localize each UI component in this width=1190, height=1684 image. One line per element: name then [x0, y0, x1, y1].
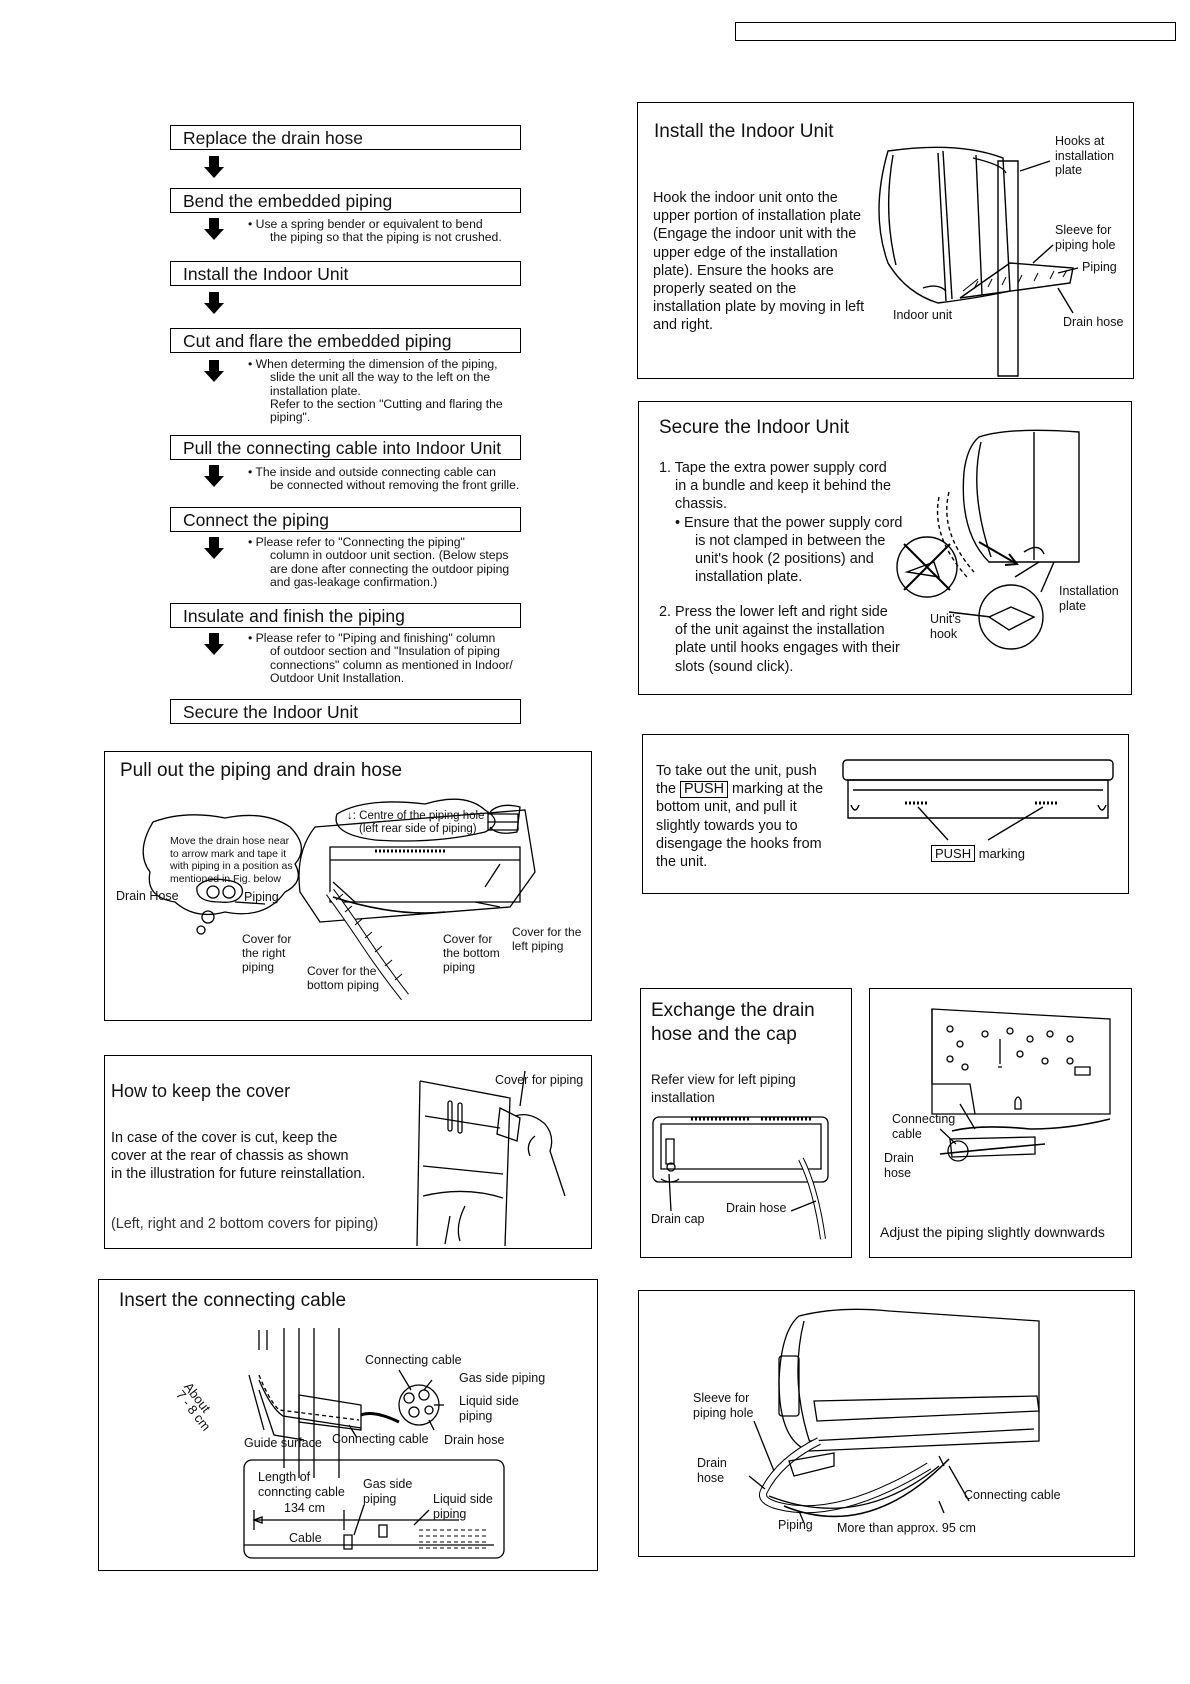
label-drain-hose: Drain Hose	[116, 889, 179, 903]
step-bend-piping: Bend the embedded piping	[170, 188, 521, 213]
adjust-caption: Adjust the piping slightly downwards	[880, 1224, 1105, 1240]
label-gas-side: Gas side piping	[459, 1371, 546, 1385]
label-connecting-cable: Connecting cable	[964, 1488, 1061, 1502]
push-text: To take out the unit, push the PUSH mark…	[656, 763, 824, 871]
label-more-than-95cm: More than approx. 95 cm	[837, 1521, 976, 1535]
header-box	[735, 22, 1176, 41]
step-connect-piping: Connect the piping	[170, 507, 521, 532]
take-out-unit-panel: To take out the unit, push the PUSH mark…	[642, 734, 1129, 894]
label-sleeve: Sleeve for piping hole	[693, 1391, 754, 1420]
label-liquid-side-2: Liquid side piping	[433, 1492, 493, 1521]
panel-title: Secure the Indoor Unit	[659, 417, 850, 438]
note-pull: • The inside and outside connecting cabl…	[248, 465, 520, 493]
adjust-piping-panel: Connecting cable Drain hose Adjust the p…	[869, 988, 1132, 1258]
note-bend: • Use a spring bender or equivalent to b…	[248, 217, 502, 245]
secure-item-2: 2. Press the lower left and right side o…	[659, 604, 900, 675]
step-secure-indoor-unit: Secure the Indoor Unit	[170, 699, 521, 724]
panel-title: Install the Indoor Unit	[654, 121, 834, 142]
label-piping: Piping	[1082, 260, 1117, 274]
down-arrow-icon	[204, 360, 224, 382]
push-illustration	[643, 735, 1129, 894]
panel-title: Insert the connecting cable	[119, 1290, 347, 1311]
cloud-note: Move the drain hose near to arrow mark a…	[170, 835, 293, 885]
keep-cover-illustration	[105, 1056, 592, 1249]
label-drain-cap: Drain cap	[651, 1212, 705, 1226]
label-drain-hose: Drain hose	[444, 1433, 505, 1447]
down-arrow-icon	[204, 537, 224, 559]
step-pull-cable: Pull the connecting cable into Indoor Un…	[170, 435, 521, 460]
push-marking-label: PUSH marking	[931, 845, 1025, 862]
label-connecting-cable-top: Connecting cable	[365, 1353, 462, 1367]
insert-cable-illustration	[99, 1280, 598, 1571]
step-cut-flare: Cut and flare the embedded piping	[170, 328, 521, 353]
label-134cm: 134 cm	[284, 1501, 325, 1515]
exchange-illustration	[641, 989, 852, 1258]
insert-cable-panel: Insert the connecting cable	[98, 1279, 598, 1571]
label-cover-piping: Cover for piping	[495, 1073, 584, 1087]
label-indoor-unit: Indoor unit	[893, 308, 953, 322]
label-cable: Cable	[289, 1531, 322, 1545]
adjust-illustration	[870, 989, 1132, 1258]
label-drain-hose: Drain hose	[726, 1201, 787, 1215]
panel-title: Exchange the drain hose and the cap	[651, 1000, 815, 1045]
label-drain-hose: Drain hose	[697, 1456, 727, 1485]
note-cut: • When determing the dimension of the pi…	[248, 357, 503, 425]
label-drain-hose: Drain hose	[1063, 315, 1124, 329]
label-units-hook: Unit's hook	[930, 612, 961, 641]
install-illustration	[638, 103, 1134, 379]
label-hooks: Hooks at installation plate	[1055, 134, 1115, 177]
down-arrow-icon	[204, 292, 224, 314]
note-connect: • Please refer to "Connecting the piping…	[248, 535, 510, 589]
install-indoor-unit-panel: Install the Indoor Unit Hook the indoor …	[637, 102, 1134, 379]
down-arrow-icon	[204, 633, 224, 655]
install-text: Hook the indoor unit onto the upper port…	[653, 190, 865, 334]
note-insulate: • Please refer to "Piping and finishing"…	[248, 631, 513, 685]
exchange-text: Refer view for left piping installation	[651, 1072, 796, 1106]
label-centre: ↓: Centre of the piping hole (left rear …	[347, 810, 485, 835]
secure-item-1: 1. Tape the extra power supply cord in a…	[659, 460, 903, 586]
down-arrow-icon	[204, 465, 224, 487]
label-connecting-cable-bottom: Connecting cable	[332, 1432, 429, 1446]
push-marking-box: PUSH	[680, 781, 728, 799]
label-left-cover: Cover for the left piping	[512, 925, 582, 953]
step-replace-drain-hose: Replace the drain hose	[170, 125, 521, 150]
label-liquid-side: Liquid side piping	[459, 1394, 519, 1423]
label-piping: Piping	[244, 890, 279, 904]
down-arrow-icon	[204, 156, 224, 178]
panel-title: How to keep the cover	[111, 1081, 291, 1101]
label-right-cover: Cover for the right piping	[242, 932, 292, 974]
label-installation-plate: Installation plate	[1059, 584, 1119, 613]
label-drain-hose: Drain hose	[884, 1151, 914, 1180]
secure-indoor-unit-panel: Secure the Indoor Unit 1. Tape the extra…	[638, 401, 1132, 695]
pull-out-illustration	[105, 752, 592, 1021]
keep-text: In case of the cover is cut, keep the co…	[111, 1130, 366, 1183]
pull-out-piping-panel: Pull out the piping and drain hose	[104, 751, 592, 1021]
label-bottom-cover-2: Cover for the bottom piping	[443, 932, 500, 974]
panel-title: Pull out the piping and drain hose	[120, 760, 403, 781]
step-install-indoor-unit: Install the Indoor Unit	[170, 261, 521, 286]
label-connecting-cable: Connecting cable	[892, 1112, 956, 1141]
label-piping: Piping	[778, 1518, 813, 1532]
step-insulate: Insulate and finish the piping	[170, 603, 521, 628]
exchange-drain-hose-panel: Exchange the drain hose and the cap Refe…	[640, 988, 852, 1258]
keep-cover-panel: How to keep the cover In case of the cov…	[104, 1055, 592, 1249]
label-sleeve: Sleeve for piping hole	[1055, 223, 1116, 252]
secure-illustration	[639, 402, 1132, 695]
label-gas-side-2: Gas side piping	[363, 1477, 413, 1506]
keep-note: (Left, right and 2 bottom covers for pip…	[111, 1216, 379, 1232]
label-guide-surface: Guide surface	[244, 1436, 322, 1450]
label-length: Length of conncting cable	[258, 1470, 345, 1499]
down-arrow-icon	[204, 218, 224, 240]
final-installation-panel: Sleeve for piping hole Drain hose Piping…	[638, 1290, 1135, 1557]
final-illustration	[639, 1291, 1135, 1557]
label-bottom-cover: Cover for the bottom piping	[307, 964, 380, 992]
